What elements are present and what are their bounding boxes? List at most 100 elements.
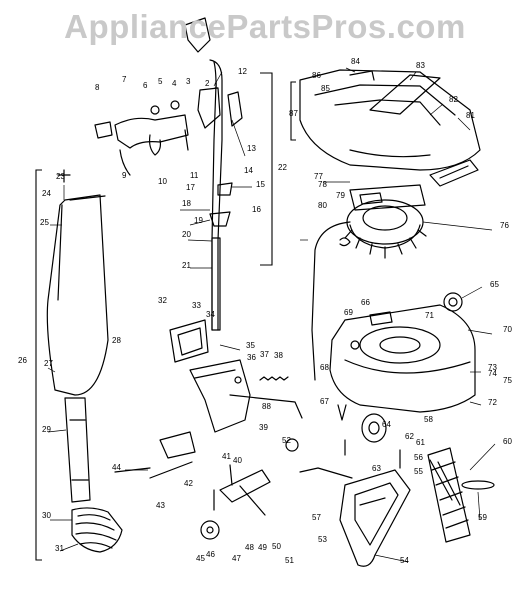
agitator-brush [427, 447, 471, 543]
callout-13: 13 [247, 144, 256, 153]
callout-72: 72 [488, 398, 497, 407]
callout-82: 82 [449, 95, 458, 104]
callout-4: 4 [172, 79, 177, 88]
bottom-plate [339, 469, 411, 567]
callout-88: 88 [262, 402, 271, 411]
callout-10: 10 [158, 177, 167, 186]
axle-rod [114, 431, 196, 479]
callout-16: 16 [252, 205, 261, 214]
height-adjust-lever [299, 467, 353, 479]
hood-cover [299, 69, 481, 171]
callout-39: 39 [259, 423, 268, 432]
callout-48: 48 [245, 543, 254, 552]
callout-5: 5 [158, 77, 163, 86]
callout-44: 44 [112, 463, 121, 472]
callout-69: 69 [344, 308, 353, 317]
leader-line [189, 219, 211, 226]
leader-line [469, 443, 496, 471]
cord-hook [209, 182, 233, 227]
leader-line [477, 491, 481, 521]
callout-59: 59 [478, 513, 487, 522]
callout-62: 62 [405, 432, 414, 441]
callout-66: 66 [361, 298, 370, 307]
callout-70: 70 [503, 325, 512, 334]
callout-14: 14 [244, 166, 253, 175]
callout-58: 58 [424, 415, 433, 424]
leader-line [47, 367, 56, 373]
callout-64: 64 [382, 420, 391, 429]
handle-top-bracket [197, 87, 243, 129]
leader-line [59, 543, 79, 552]
callout-2: 2 [205, 79, 210, 88]
leader-line [345, 67, 356, 73]
callout-47: 47 [232, 554, 241, 563]
callout-78: 78 [318, 180, 327, 189]
leader-line [422, 221, 493, 231]
callout-19: 19 [194, 216, 203, 225]
callout-8: 8 [95, 83, 100, 92]
callout-28: 28 [112, 336, 121, 345]
callout-1: 1 [214, 81, 219, 90]
leader-line [213, 71, 223, 87]
leader-line [219, 344, 241, 351]
callout-79: 79 [336, 191, 345, 200]
pedal-spring [229, 376, 303, 419]
callout-11: 11 [190, 171, 199, 180]
callout-56: 56 [414, 453, 423, 462]
callout-57: 57 [312, 513, 321, 522]
leader-line [469, 401, 482, 406]
fill-tube [64, 397, 91, 503]
callout-65: 65 [490, 280, 499, 289]
dust-bag [46, 194, 109, 396]
callout-31: 31 [55, 544, 64, 553]
leader-line [457, 117, 471, 131]
callout-86: 86 [312, 71, 321, 80]
callout-21: 21 [182, 261, 191, 270]
callout-63: 63 [372, 464, 381, 473]
callout-41: 41 [222, 452, 231, 461]
headlight-lens [429, 159, 479, 187]
callout-32: 32 [158, 296, 167, 305]
callout-81: 81 [466, 111, 475, 120]
leader-line [47, 429, 67, 433]
leader-line [187, 239, 213, 242]
wheel-rear [200, 438, 299, 540]
callout-49: 49 [258, 543, 267, 552]
callout-45: 45 [196, 554, 205, 563]
handle-grip [184, 17, 211, 53]
callout-3: 3 [186, 77, 191, 86]
motor-fan [344, 199, 427, 259]
watermark: AppliancePartsPros.com [64, 8, 466, 45]
callout-71: 71 [425, 311, 434, 320]
callout-84: 84 [351, 57, 360, 66]
drive-belt [461, 480, 495, 490]
group-brackets [35, 72, 296, 561]
callout-12: 12 [238, 67, 247, 76]
handle-release-pedal [219, 469, 271, 516]
callout-37: 37 [260, 350, 269, 359]
nozzle-bumper [361, 413, 387, 443]
callout-36: 36 [247, 353, 256, 362]
callout-68: 68 [320, 363, 329, 372]
callout-54: 54 [400, 556, 409, 565]
callout-34: 34 [206, 310, 215, 319]
leader-line [231, 119, 246, 157]
callout-22: 22 [278, 163, 287, 172]
callout-61: 61 [416, 438, 425, 447]
small-screws [213, 404, 401, 511]
leader-line [467, 329, 493, 335]
callout-29: 29 [42, 425, 51, 434]
motor-housing [349, 184, 426, 211]
callout-24: 24 [42, 189, 51, 198]
hood-handle [349, 70, 375, 81]
callout-74: 74 [488, 369, 497, 378]
leader-line [374, 554, 409, 563]
callout-7: 7 [122, 75, 127, 84]
callout-43: 43 [156, 501, 165, 510]
callout-38: 38 [274, 351, 283, 360]
callout-labels: 1234567891011121314151617181920212223242… [18, 57, 512, 565]
handle-bail [169, 319, 251, 433]
leader-lines [47, 67, 496, 563]
callout-23: 23 [56, 172, 65, 181]
